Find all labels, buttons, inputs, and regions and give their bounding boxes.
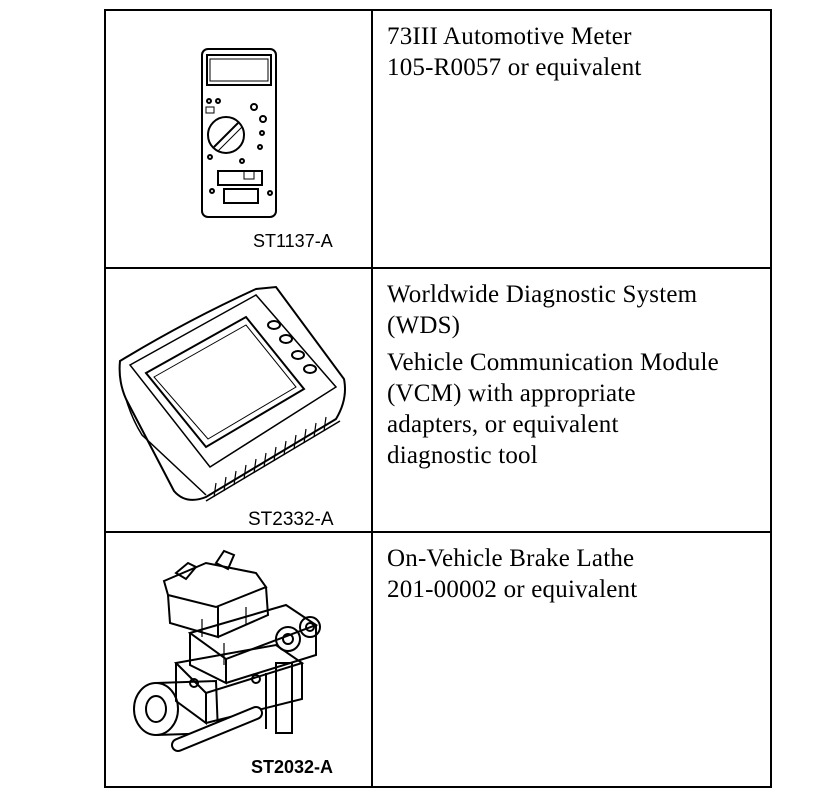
description-line: (VCM) with appropriate: [387, 380, 636, 407]
illustration-code: ST2032-A: [251, 757, 334, 777]
description-line: On-Vehicle Brake Lathe: [387, 545, 635, 572]
description-paragraph: 73III Automotive Meter 105-R0057 or equi…: [387, 21, 758, 83]
illustration-cell: ST2332-A: [106, 269, 373, 531]
special-tools-table: ST1137-A 73III Automotive Meter 105-R005…: [104, 9, 772, 788]
description-line: diagnostic tool: [387, 442, 538, 469]
multimeter-icon: [201, 48, 277, 218]
table-row: ST2332-A Worldwide Diagnostic System (WD…: [106, 269, 770, 533]
table-row: ST2032-A On-Vehicle Brake Lathe 201-0000…: [106, 533, 770, 788]
illustration-cell: ST2032-A: [106, 533, 373, 788]
description-paragraph: Worldwide Diagnostic System (WDS): [387, 279, 758, 341]
illustration-code: ST2332-A: [248, 509, 334, 530]
description-paragraph: On-Vehicle Brake Lathe 201-00002 or equi…: [387, 543, 758, 605]
description-line: (WDS): [387, 312, 461, 339]
description-line: 73III Automotive Meter: [387, 23, 632, 50]
illustration-code: ST1137-A: [253, 231, 333, 251]
description-paragraph: Vehicle Communication Module (VCM) with …: [387, 347, 758, 471]
tool-description: On-Vehicle Brake Lathe 201-00002 or equi…: [373, 533, 770, 788]
description-line: 105-R0057 or equivalent: [387, 54, 642, 81]
diagnostic-tablet-icon: [118, 285, 346, 502]
description-line: adapters, or equivalent: [387, 411, 619, 438]
description-line: Worldwide Diagnostic System: [387, 281, 698, 308]
table-row: ST1137-A 73III Automotive Meter 105-R005…: [106, 11, 770, 269]
illustration-cell: ST1137-A: [106, 11, 373, 267]
description-line: Vehicle Communication Module: [387, 349, 719, 376]
tool-description: Worldwide Diagnostic System (WDS) Vehicl…: [373, 269, 770, 531]
brake-lathe-icon: [133, 549, 321, 752]
tool-description: 73III Automotive Meter 105-R0057 or equi…: [373, 11, 770, 267]
description-line: 201-00002 or equivalent: [387, 576, 638, 603]
